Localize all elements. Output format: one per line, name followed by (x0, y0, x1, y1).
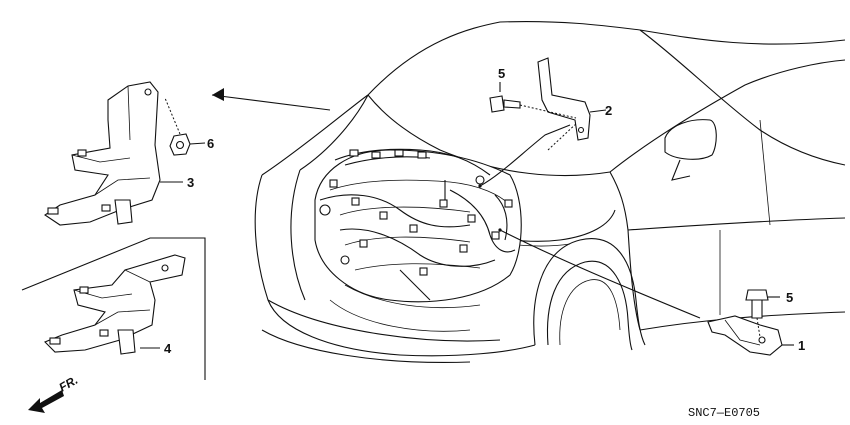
callout-3: 3 (187, 175, 194, 190)
part-5-bolt-lower (745, 289, 780, 338)
callout-5-lower: 5 (786, 290, 793, 305)
inset-box (21, 237, 206, 380)
callout-2: 2 (605, 103, 612, 118)
callout-4: 4 (164, 341, 172, 356)
part-2-bracket (537, 57, 607, 141)
part-1-bracket (707, 315, 794, 356)
part-5-bolt-upper (489, 82, 577, 119)
callout-5-upper: 5 (498, 66, 505, 81)
leader-lines (211, 88, 701, 319)
part-3-bracket (44, 81, 183, 226)
callout-6: 6 (207, 136, 214, 151)
engine-harness (314, 148, 522, 303)
diagram-code: SNC7—E0705 (688, 406, 760, 420)
front-direction-arrow: FR. (28, 373, 80, 413)
part-6-nut (164, 97, 206, 156)
callout-1: 1 (798, 338, 805, 353)
